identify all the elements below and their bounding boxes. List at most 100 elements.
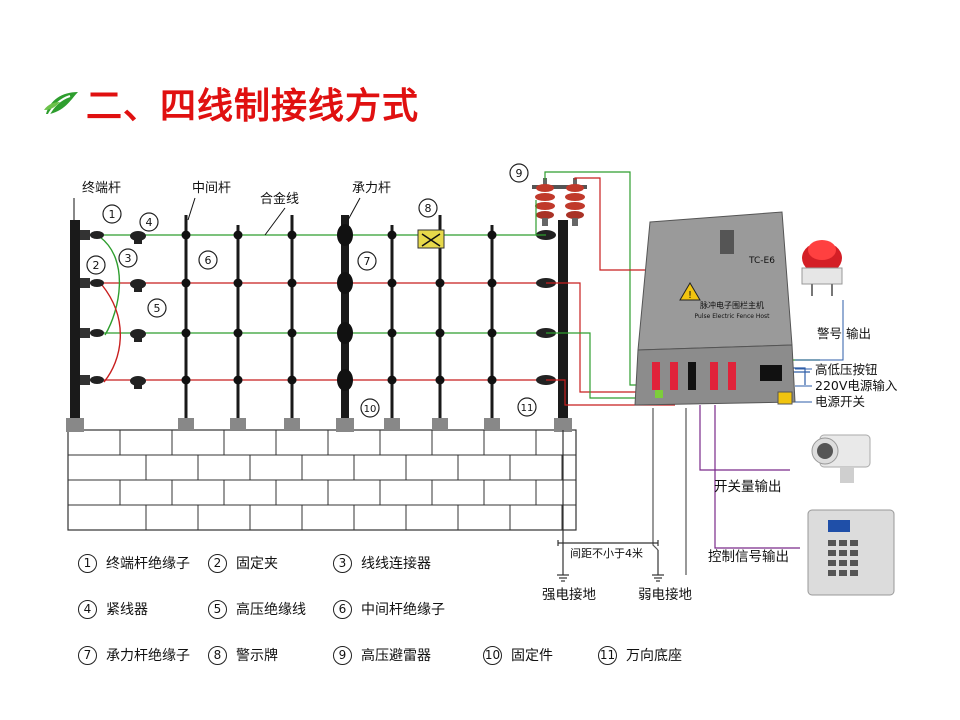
svg-text:2: 2 — [93, 259, 100, 272]
label-alarm-output: 警号 输出 — [817, 326, 871, 341]
svg-text:10: 10 — [364, 404, 377, 415]
legend-text: 承力杆绝缘子 — [106, 648, 190, 664]
label-strain-post: 承力杆 — [352, 181, 391, 196]
strain-post — [336, 215, 354, 432]
callout-5: 5 — [147, 298, 167, 318]
callout-2: 2 — [86, 255, 106, 275]
legend-number: 4 — [78, 599, 97, 619]
callout-9: 9 — [509, 163, 529, 183]
label-spacing-note: 间距不小于4米 — [570, 547, 643, 560]
svg-text:3: 3 — [125, 252, 132, 265]
legend-item: 9 高压避雷器 — [333, 645, 431, 665]
camera-device — [811, 434, 871, 483]
legend-item: 11 万向底座 — [598, 645, 682, 665]
legend-text: 固定夹 — [236, 556, 278, 572]
legend-number: 7 — [78, 645, 97, 665]
alarm-siren — [801, 240, 843, 296]
legend-item: 2 固定夹 — [208, 553, 278, 573]
svg-text:6: 6 — [205, 254, 212, 267]
callout-7: 7 — [357, 251, 377, 271]
legend-text: 中间杆绝缘子 — [361, 602, 445, 618]
warning-sign — [417, 229, 445, 249]
callout-11: 11 — [517, 397, 537, 417]
ground-symbols — [557, 430, 664, 582]
middle-post — [484, 225, 500, 430]
middle-post — [284, 215, 300, 430]
legend-number: 5 — [208, 599, 227, 619]
svg-text:4: 4 — [146, 216, 153, 229]
legend-item: 8 警示牌 — [208, 645, 278, 665]
fence-labels: 终端杆 中间杆 合金线 承力杆 — [73, 180, 391, 236]
legend-text: 高压避雷器 — [361, 648, 431, 664]
label-switch-output: 开关量输出 — [714, 479, 782, 495]
brick-wall — [67, 429, 577, 531]
end-post-right — [536, 220, 572, 432]
legend-item: 10 固定件 — [483, 645, 553, 665]
middle-post — [230, 225, 246, 430]
slide-title-bar: 二、四线制接线方式 — [44, 78, 419, 128]
legend-number: 2 — [208, 553, 227, 573]
legend-text: 万向底座 — [626, 648, 682, 664]
svg-text:5: 5 — [154, 302, 161, 315]
svg-text:1: 1 — [109, 208, 116, 221]
leaf-logo-icon — [44, 92, 78, 117]
lightning-arresters — [532, 178, 587, 226]
legend-number: 3 — [333, 553, 352, 573]
label-end-post: 终端杆 — [82, 180, 121, 196]
legend-text: 高压绝缘线 — [236, 602, 306, 618]
legend-text: 警示牌 — [236, 648, 278, 664]
legend-number: 8 — [208, 645, 227, 665]
middle-post — [178, 215, 194, 430]
label-alloy-wire: 合金线 — [260, 191, 299, 207]
label-strong-ground: 强电接地 — [542, 586, 596, 603]
legend: 1 终端杆绝缘子 2 固定夹 3 线线连接器 4 紧线器 5 高压绝缘线 6 中间杆绝缘子 7 承力杆绝缘… — [78, 553, 682, 673]
fence-host-unit: ! TC-E6 脉冲电子围栏主机 Pulse Electric Fence Ho… — [634, 211, 796, 406]
device-labels: 警号 输出 高低压按钮 220V电源输入 电源开关 开关量输出 控制信号输出 间… — [542, 300, 898, 603]
svg-text:7: 7 — [364, 255, 371, 268]
legend-item: 1 终端杆绝缘子 — [78, 553, 190, 573]
svg-text:!: ! — [688, 290, 692, 301]
host-name-cn: 脉冲电子围栏主机 — [700, 300, 764, 310]
end-post-left — [66, 220, 104, 432]
callout-markers: 1 2 3 4 5 6 7 8 9 10 11 — [86, 163, 537, 418]
legend-item: 3 线线连接器 — [333, 553, 431, 573]
legend-number: 11 — [598, 645, 617, 665]
callout-1: 1 — [102, 204, 122, 224]
legend-text: 终端杆绝缘子 — [106, 556, 190, 572]
label-control-output: 控制信号输出 — [708, 549, 789, 565]
legend-text: 线线连接器 — [361, 556, 431, 572]
svg-text:9: 9 — [516, 167, 523, 180]
tensioners — [130, 231, 146, 389]
callout-3: 3 — [118, 248, 138, 268]
legend-item: 7 承力杆绝缘子 — [78, 645, 190, 665]
label-middle-post: 中间杆 — [192, 181, 231, 196]
svg-text:8: 8 — [425, 202, 432, 215]
label-power-switch: 电源开关 — [815, 394, 865, 409]
host-model: TC-E6 — [748, 256, 775, 266]
legend-number: 1 — [78, 553, 97, 573]
legend-text: 固定件 — [511, 648, 553, 664]
slide-title: 二、四线制接线方式 — [86, 86, 420, 127]
svg-text:11: 11 — [521, 403, 534, 414]
legend-text: 紧线器 — [106, 602, 148, 618]
callout-10: 10 — [360, 398, 380, 418]
legend-number: 9 — [333, 645, 352, 665]
legend-number: 6 — [333, 599, 352, 619]
callout-4: 4 — [139, 212, 159, 232]
fence-wires — [80, 234, 550, 383]
wiring-diagram: ! TC-E6 脉冲电子围栏主机 Pulse Electric Fence Ho… — [66, 163, 898, 603]
middle-post — [432, 215, 448, 430]
label-hv-switch: 高低压按钮 — [815, 362, 878, 377]
host-name-en: Pulse Electric Fence Host — [694, 313, 770, 320]
label-weak-ground: 弱电接地 — [638, 586, 692, 603]
wiring-diagram-panel: ! TC-E6 脉冲电子围栏主机 Pulse Electric Fence Ho… — [60, 150, 900, 695]
legend-item: 6 中间杆绝缘子 — [333, 599, 445, 619]
middle-posts — [178, 215, 500, 430]
middle-post — [384, 225, 400, 430]
legend-item: 5 高压绝缘线 — [208, 599, 306, 619]
control-keypad — [807, 509, 895, 596]
legend-item: 4 紧线器 — [78, 599, 148, 619]
callout-6: 6 — [198, 250, 218, 270]
callout-8: 8 — [418, 198, 438, 218]
legend-number: 10 — [483, 645, 502, 665]
